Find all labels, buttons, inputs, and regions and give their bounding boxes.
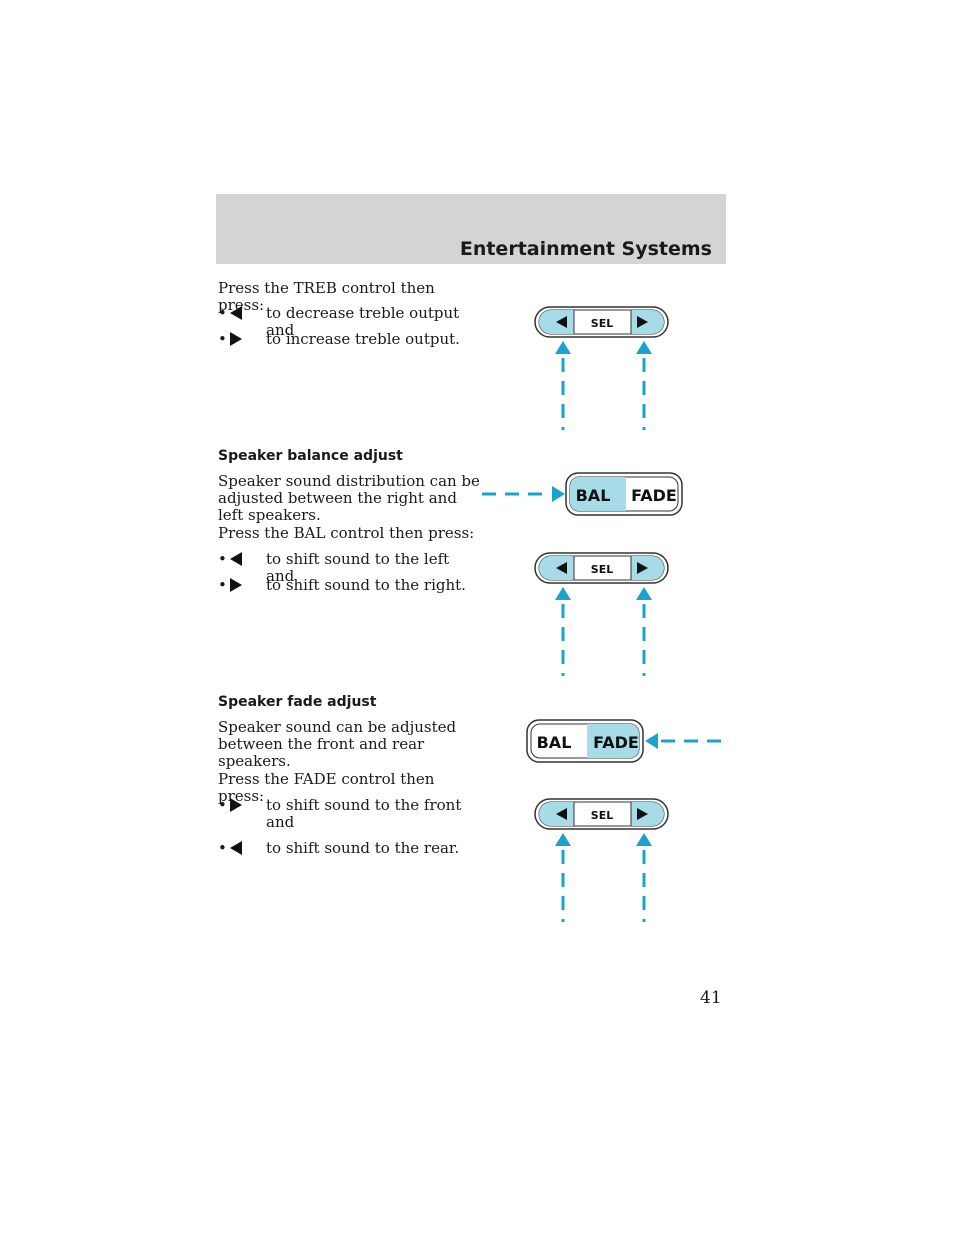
balance-heading: Speaker balance adjust xyxy=(218,448,403,464)
right-arrow-icon xyxy=(637,808,648,820)
callout-arrow-icon xyxy=(555,833,571,846)
left-arrow-icon xyxy=(230,552,242,566)
page-number: 41 xyxy=(700,988,722,1008)
callout-arrow-icon xyxy=(636,587,652,600)
left-arrow-icon xyxy=(556,562,567,574)
bal-label: BAL xyxy=(576,486,611,505)
left-arrow-icon xyxy=(556,316,567,328)
sel-rocker-diagram-balance: SEL xyxy=(534,552,669,676)
treble-intro: Press the TREB control then press: xyxy=(218,279,435,314)
fade-description: Speaker sound can be adjusted between th… xyxy=(218,718,457,770)
fade-heading: Speaker fade adjust xyxy=(218,694,377,710)
sel-label: SEL xyxy=(591,563,613,576)
section-header: Entertainment Systems xyxy=(216,194,726,264)
bal-fade-button-diagram-bal: BAL FADE xyxy=(482,472,683,516)
right-arrow-icon xyxy=(230,798,242,812)
section-title: Entertainment Systems xyxy=(459,238,712,260)
callout-arrow-icon xyxy=(555,341,571,354)
right-arrow-icon xyxy=(637,562,648,574)
callout-arrow-icon xyxy=(636,341,652,354)
callout-arrow-icon xyxy=(636,833,652,846)
left-arrow-icon xyxy=(230,306,242,320)
sel-rocker-diagram-fade: SEL xyxy=(534,798,669,922)
balance-intro: Press the BAL control then press: xyxy=(218,524,475,542)
fade-label: FADE xyxy=(593,733,639,752)
callout-arrow-icon xyxy=(552,486,565,502)
fade-intro: Press the FADE control then press: xyxy=(218,770,435,805)
right-arrow-icon xyxy=(230,332,242,346)
sel-label: SEL xyxy=(591,317,613,330)
left-arrow-icon xyxy=(230,841,242,855)
sel-rocker-diagram-treble: SEL xyxy=(534,306,669,430)
bal-fade-button-diagram-fade: BAL FADE xyxy=(526,719,725,763)
sel-label: SEL xyxy=(591,809,613,822)
right-arrow-icon xyxy=(637,316,648,328)
left-arrow-icon xyxy=(556,808,567,820)
fade-label: FADE xyxy=(631,486,677,505)
balance-description: Speaker sound distribution can be adjust… xyxy=(218,472,480,524)
callout-arrow-icon xyxy=(555,587,571,600)
right-arrow-icon xyxy=(230,578,242,592)
callout-arrow-icon xyxy=(645,733,658,749)
bal-label: BAL xyxy=(537,733,572,752)
